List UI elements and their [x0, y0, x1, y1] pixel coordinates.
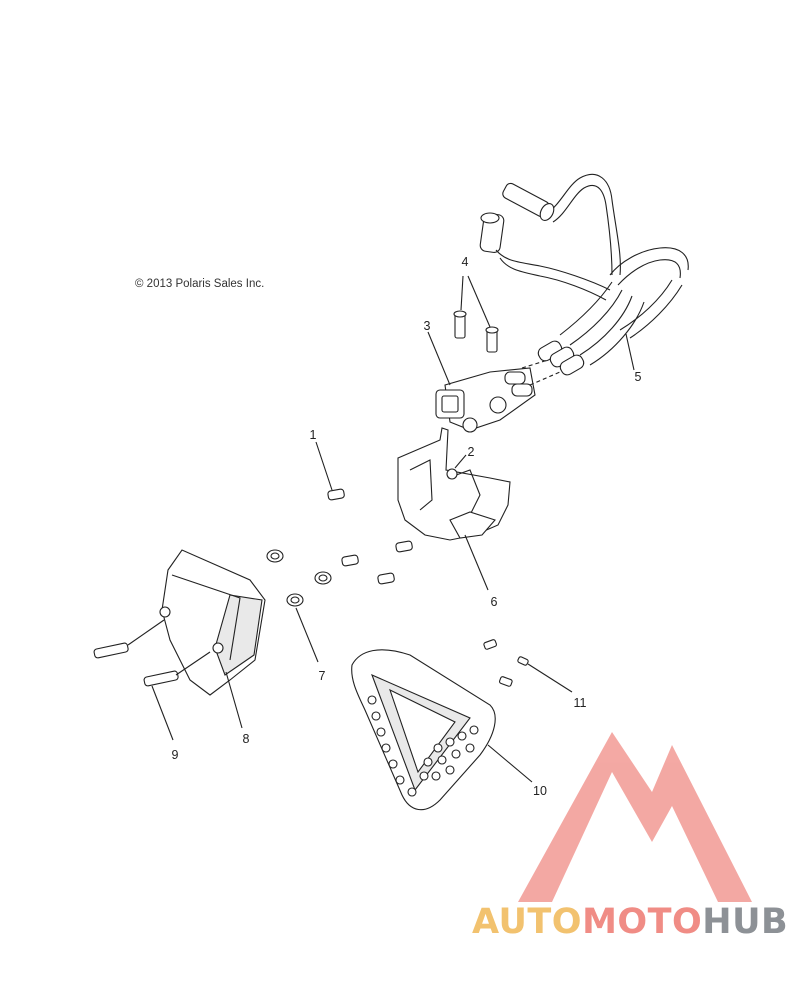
part-8-cover — [159, 549, 266, 729]
copyright-text: © 2013 Polaris Sales Inc. — [135, 278, 265, 290]
part-6-bracket — [397, 427, 511, 591]
callout-8: 8 — [242, 731, 250, 746]
callout-11: 11 — [573, 695, 587, 710]
part-11-clips — [483, 639, 573, 693]
callout-10: 10 — [533, 783, 547, 798]
callout-3: 3 — [423, 318, 431, 333]
callout-2: 2 — [467, 444, 475, 459]
part-5-hose-assembly — [479, 173, 689, 376]
part-1-bolts — [315, 441, 413, 585]
grille-holes — [367, 695, 479, 797]
watermark-part-3: HUB — [702, 902, 789, 942]
part-3-valve — [427, 331, 561, 433]
watermark-part-2: MOTO — [582, 902, 703, 942]
callout-1: 1 — [309, 427, 317, 442]
callout-9: 9 — [171, 747, 179, 762]
part-7-grommets — [266, 549, 332, 663]
part-10-grille — [351, 649, 533, 811]
part-4-bolts — [453, 275, 499, 353]
callout-4: 4 — [461, 254, 469, 269]
callout-5: 5 — [634, 369, 642, 384]
watermark-logo-icon — [518, 732, 752, 902]
part-9-screws — [93, 619, 211, 741]
watermark-part-1: AUTO — [472, 902, 583, 942]
watermark-text: AUTOMOTOHUB — [472, 905, 788, 940]
callout-7: 7 — [318, 668, 326, 683]
callout-6: 6 — [490, 594, 498, 609]
part-2-nut — [446, 454, 467, 480]
